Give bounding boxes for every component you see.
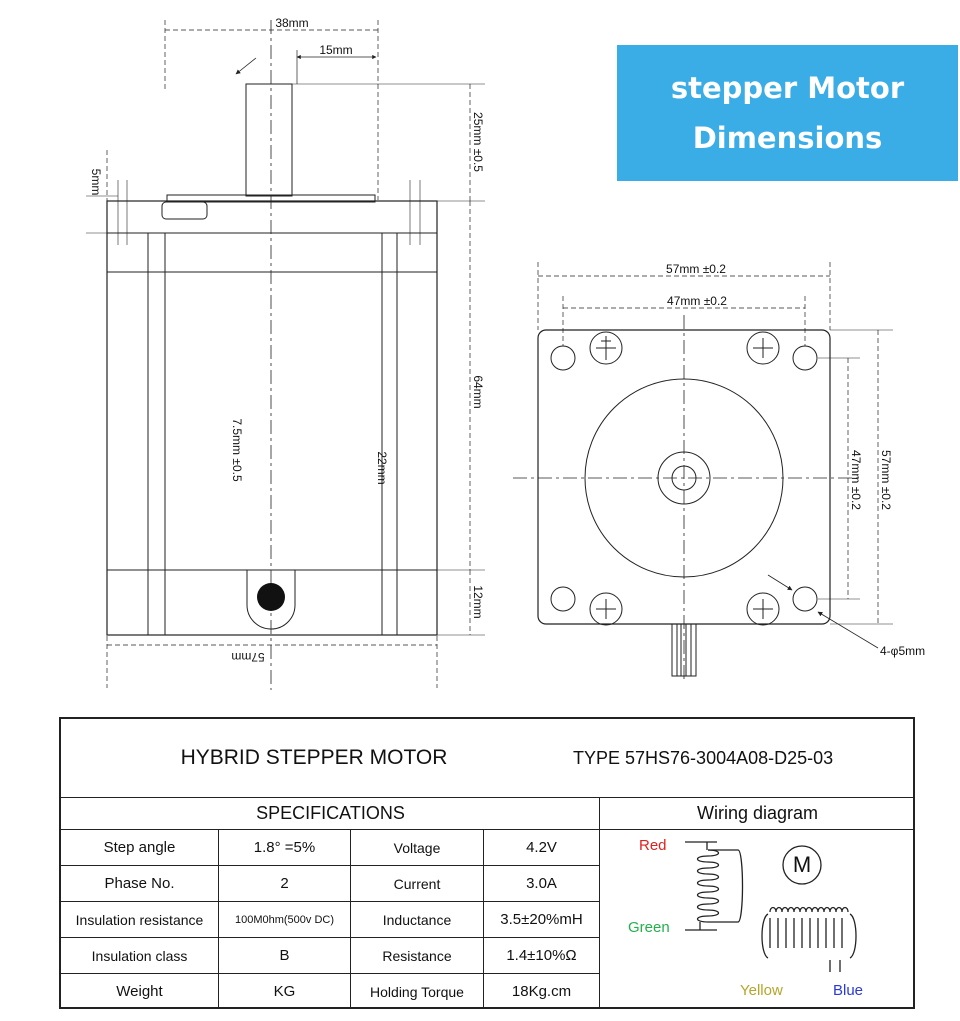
spec-value: 2 [280, 875, 289, 892]
specs-header: SPECIFICATIONS [256, 802, 405, 823]
spec-value: 4.2V [526, 839, 557, 856]
table-title: HYBRID STEPPER MOTOR [180, 746, 448, 769]
spec-value: B [279, 947, 290, 964]
coil-a-icon [685, 841, 744, 931]
dimension-drawing: 38mm 15mm 25mm ±0.5 5mm 64mm 7.5mm ±0.5 … [86, 16, 925, 690]
spec-label: Step angle [103, 839, 176, 856]
dim-front-width: 57mm ±0.2 [666, 262, 726, 276]
spec-value: 18Kg.cm [511, 983, 572, 1000]
spec-label: Inductance [382, 911, 452, 928]
screw-icon [746, 592, 780, 626]
wire-blue-label: Blue [833, 982, 864, 999]
wire-red-label: Red [639, 837, 667, 854]
motor-symbol-label: M [792, 852, 812, 877]
spec-label: Phase No. [104, 875, 175, 892]
side-view [86, 20, 485, 690]
mount-hole-icon [792, 345, 818, 371]
screw-icon [746, 331, 780, 365]
mount-hole-icon [550, 586, 576, 612]
table-type: TYPE 57HS76-3004A08-D25-03 [573, 747, 834, 768]
dim-body-length: 64mm [471, 375, 485, 408]
spec-value: 3.0A [526, 875, 557, 892]
spec-label: Resistance [382, 947, 452, 964]
wire-yellow-label: Yellow [740, 982, 783, 999]
dim-boss: 5mm [89, 169, 103, 196]
mount-hole-icon [792, 586, 818, 612]
spec-label: Voltage [393, 839, 441, 856]
dim-12mm: 12mm [471, 585, 485, 618]
banner-line-2: Dimensions [692, 121, 883, 155]
spec-label: Weight [116, 983, 163, 1000]
spec-label: Holding Torque [370, 983, 464, 1000]
banner-line-1: stepper Motor [670, 71, 905, 105]
dim-57mm-bottom: 57mm [231, 650, 264, 664]
wiring-header: Wiring diagram [696, 802, 819, 823]
spec-value: 1.4±10%Ω [506, 947, 577, 964]
front-view [513, 262, 893, 680]
hole-note: 4-φ5mm [880, 644, 925, 658]
screw-icon [589, 331, 623, 365]
dim-22mm: 22mm [375, 451, 389, 484]
wiring-coils [685, 841, 857, 972]
dim-front-hole-spacing: 47mm ±0.2 [667, 294, 727, 308]
coil-b-icon [761, 906, 857, 972]
motor-symbol-icon [782, 845, 822, 885]
spec-value: 3.5±20%mH [500, 911, 583, 928]
cable-hole-icon [257, 583, 285, 611]
mount-hole-icon [550, 345, 576, 371]
screw-icon [589, 592, 623, 626]
title-banner: stepper Motor Dimensions [617, 45, 958, 181]
spec-label: Current [393, 875, 441, 892]
dim-15mm: 15mm [319, 43, 352, 57]
spec-table: HYBRID STEPPER MOTOR TYPE 57HS76-3004A08… [59, 717, 915, 1009]
spec-value: 1.8° =5% [253, 839, 316, 856]
dim-front-hole-spacing-v: 47mm ±0.2 [849, 450, 863, 510]
spec-value: 100M0hm(500v DC) [234, 913, 335, 926]
dim-shaft-dia: 7.5mm ±0.5 [230, 418, 244, 482]
dim-shaft-length: 25mm ±0.5 [471, 112, 485, 172]
dim-front-height: 57mm ±0.2 [879, 450, 893, 510]
spec-value: KG [273, 983, 296, 1000]
spec-label: Insulation class [91, 947, 188, 964]
dim-38mm: 38mm [275, 16, 308, 30]
wire-green-label: Green [628, 919, 670, 936]
spec-label: Insulation resistance [75, 911, 204, 928]
